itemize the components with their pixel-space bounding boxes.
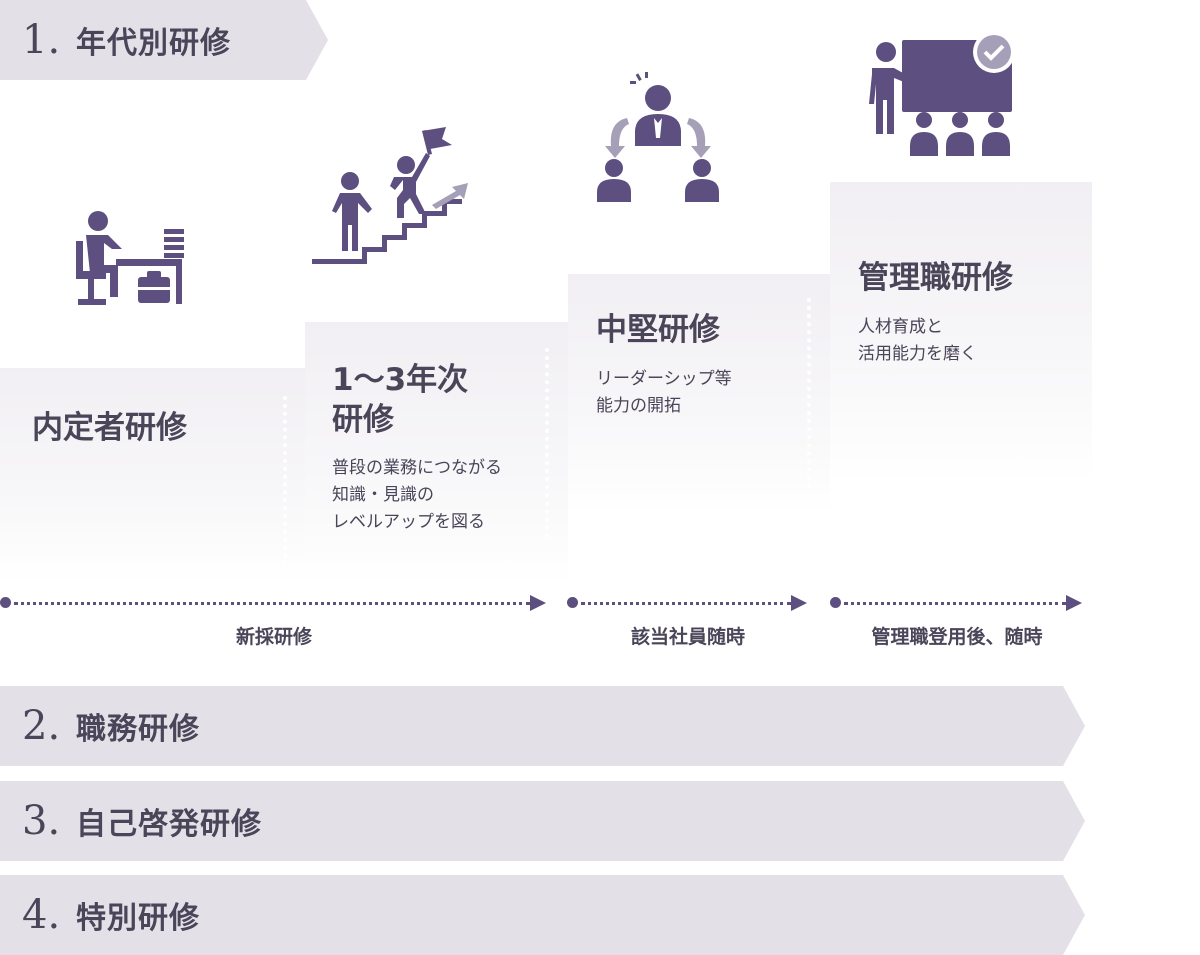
step-block-2 xyxy=(305,322,568,583)
step-block-3 xyxy=(568,274,830,514)
timeline-kanrishoku xyxy=(830,592,1084,614)
section-number: 3. xyxy=(22,798,61,844)
timeline-gaitou xyxy=(567,592,809,614)
step-desc-kanrishoku: 人材育成と 活用能力を磨く xyxy=(858,317,977,364)
timeline-start-dot xyxy=(0,597,11,608)
timeline-start-dot xyxy=(830,597,841,608)
section-banner-2[interactable]: 2. 職務研修 xyxy=(0,686,1085,766)
timeline-dotted-line xyxy=(844,602,1066,605)
leader-team-icon xyxy=(597,72,719,202)
arrow-right-icon xyxy=(530,595,546,611)
step-desc-chuken: リーダーシップ等 能力の開拓 xyxy=(596,369,732,416)
step-divider xyxy=(545,348,549,538)
timeline-label-shinsai: 新採研修 xyxy=(235,626,312,648)
timeline-dotted-line xyxy=(14,602,530,605)
step-title-naitei: 内定者研修 xyxy=(32,410,187,446)
section-number: 2. xyxy=(22,703,61,749)
section-label: 特別研修 xyxy=(76,901,200,936)
timeline-dotted-line xyxy=(581,602,791,605)
section-label: 自己啓発研修 xyxy=(76,807,262,842)
section-banner-4[interactable]: 4. 特別研修 xyxy=(0,875,1085,955)
timeline-label-kanrishoku: 管理職登用後、随時 xyxy=(871,626,1043,648)
step-divider xyxy=(807,298,811,488)
timeline-label-gaitou: 該当社員随時 xyxy=(630,626,745,648)
presenter-board-icon xyxy=(869,31,1015,156)
section-label: 職務研修 xyxy=(76,712,200,747)
arrow-right-icon xyxy=(1066,595,1082,611)
timeline-start-dot xyxy=(567,597,578,608)
step-title-1-3nenji: 1〜3年次 研修 xyxy=(332,362,469,438)
step-desc-1-3nenji: 普段の業務につながる 知識・見識の レベルアップを図る xyxy=(332,458,502,532)
step-title-kanrishoku: 管理職研修 xyxy=(858,260,1013,296)
step-block-4 xyxy=(830,182,1092,482)
step-divider xyxy=(283,396,287,581)
section-number: 1. xyxy=(22,17,61,63)
section-label: 年代別研修 xyxy=(76,26,231,61)
desk-worker-icon xyxy=(76,211,184,305)
timeline-shinsai xyxy=(0,592,548,614)
section-banner-3[interactable]: 3. 自己啓発研修 xyxy=(0,781,1085,861)
section-number: 4. xyxy=(22,892,61,938)
section-banner-1[interactable]: 1. 年代別研修 xyxy=(0,0,328,80)
step-block-1 xyxy=(0,368,305,583)
step-title-chuken: 中堅研修 xyxy=(596,312,720,348)
arrow-right-icon xyxy=(791,595,807,611)
stairs-climbing-icon xyxy=(312,127,468,264)
